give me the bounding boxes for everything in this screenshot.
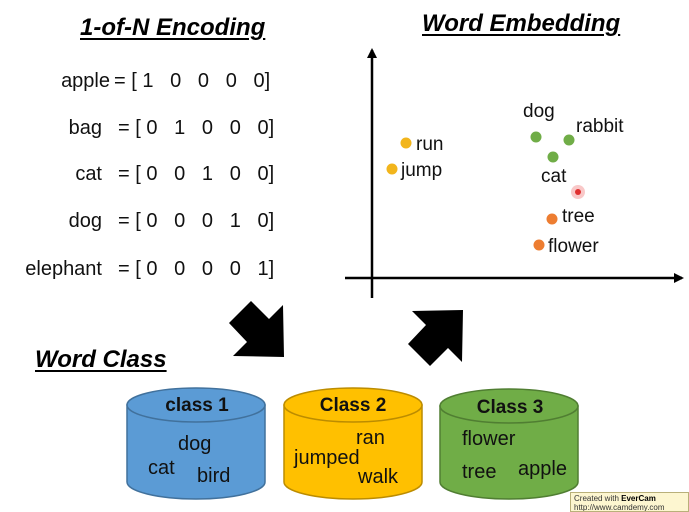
encoding-vector: = [ 0 0 0 1 0] [118, 210, 275, 232]
class3-word-flower: flower [462, 428, 516, 450]
embedding-point-jump [386, 163, 398, 175]
class1-word-dog: dog [178, 433, 212, 455]
class2-word-jumped: jumped [294, 447, 360, 469]
class1-cylinder [126, 387, 266, 500]
class1-word-bird: bird [197, 465, 231, 487]
embedding-heading: Word Embedding [422, 10, 621, 37]
watermark-url: http://www.camdemy.com [574, 503, 665, 512]
embedding-label-jump: jump [400, 160, 442, 181]
class3-word-tree: tree [462, 461, 497, 483]
watermark-prefix: Created with [574, 494, 622, 503]
embedding-point-flower [533, 239, 545, 251]
embedding-label-run: run [416, 134, 443, 155]
encoding-word: bag [68, 117, 102, 139]
class3-cylinder [439, 388, 579, 500]
word-class-heading: Word Class [35, 346, 167, 373]
class3-title: Class 3 [476, 397, 544, 418]
encoding-word: cat [75, 163, 102, 185]
embedding-point-cat [547, 151, 559, 163]
embedding-point-tree [546, 213, 558, 225]
arrow-up-right-icon [408, 310, 463, 366]
evercam-watermark: Created with EverCam http://www.camdemy.… [570, 492, 689, 512]
embedding-label-rabbit: rabbit [576, 116, 624, 137]
arrow-down-right-icon [229, 301, 284, 357]
encoding-heading: 1-of-N Encoding [80, 14, 266, 41]
encoding-vector: = [ 0 0 0 0 1] [118, 258, 275, 280]
encoding-vector: = [ 0 0 1 0 0] [118, 163, 275, 185]
class2-title: Class 2 [319, 395, 387, 416]
class1-word-cat: cat [148, 457, 175, 479]
encoding-word: elephant [25, 258, 102, 280]
encoding-vector: = [ 0 1 0 0 0] [118, 117, 275, 139]
class3-word-apple: apple [518, 458, 567, 480]
class2-word-walk: walk [358, 466, 399, 488]
encoding-vector: = [ 1 0 0 0 0] [114, 70, 271, 92]
encoding-word: apple [61, 70, 110, 92]
embedding-point-dog [530, 131, 542, 143]
class2-word-ran: ran [356, 427, 385, 449]
embedding-point-run [400, 137, 412, 149]
class2-cylinder [283, 387, 423, 500]
encoding-word: dog [68, 210, 102, 232]
embedding-point-rabbit [563, 134, 575, 146]
embedding-label-dog: dog [523, 101, 555, 122]
embedding-label-cat: cat [541, 166, 567, 187]
class1-title: class 1 [165, 395, 229, 416]
embedding-label-flower: flower [548, 236, 599, 257]
embedding-label-tree: tree [562, 206, 595, 227]
watermark-brand: EverCam [621, 494, 656, 503]
pointer-dot-icon [575, 189, 581, 195]
